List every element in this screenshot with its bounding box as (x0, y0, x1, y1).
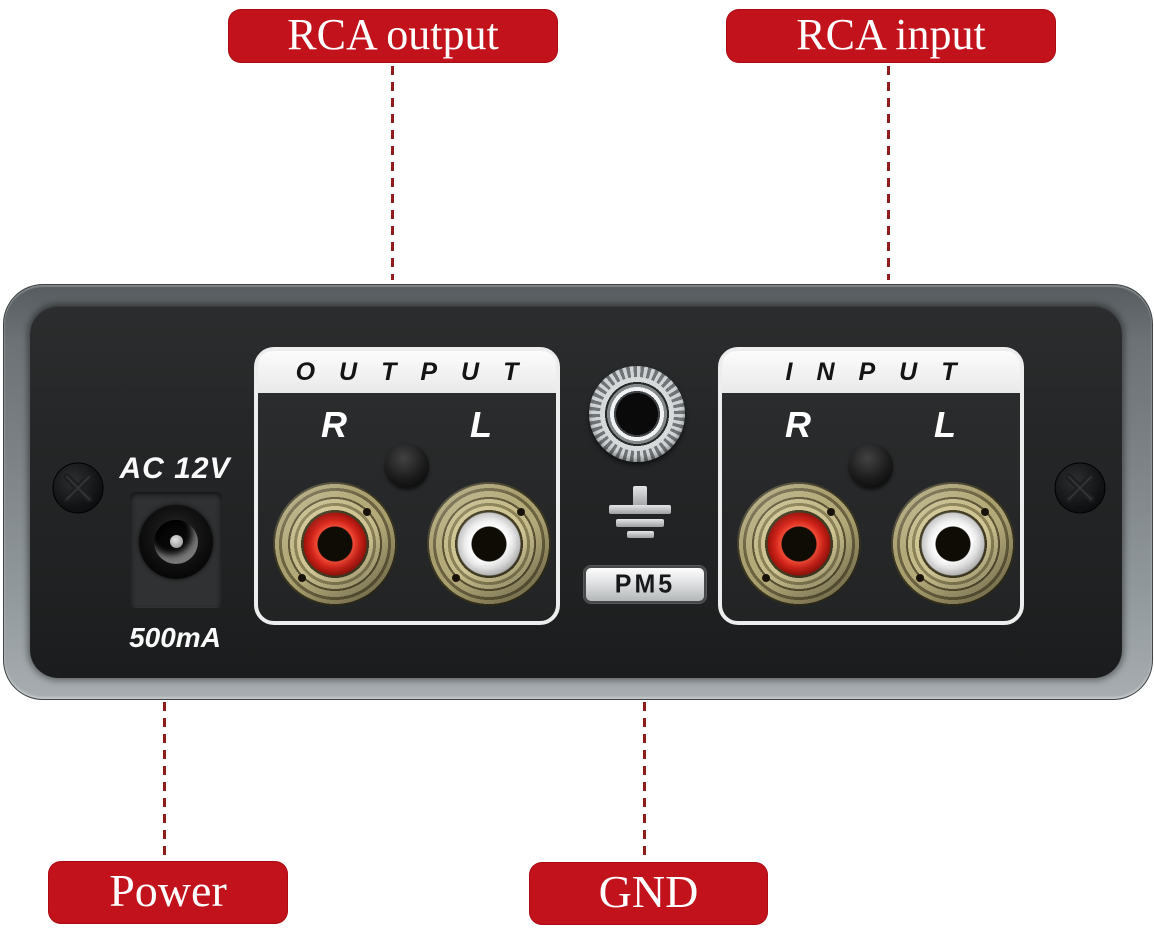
rca-jack-speck (981, 508, 989, 516)
connector-line-power (163, 702, 166, 858)
callout-rca-output-text: RCA output (287, 9, 499, 59)
connector-line-rca-input (887, 66, 890, 280)
rca-jack-speck (363, 508, 371, 516)
input-section-header: INPUT (722, 351, 1020, 393)
ground-terminal-nut (589, 366, 685, 462)
screw-icon-left (52, 462, 104, 514)
rca-jack-speck (517, 508, 525, 516)
callout-rca-output: RCA output (228, 9, 558, 63)
rca-jack-output-right (273, 482, 397, 606)
input-panel-button (849, 444, 893, 488)
rca-jack-speck (298, 574, 306, 582)
output-title: OUTPUT (295, 357, 543, 386)
power-jack-recess (130, 492, 222, 608)
dc-power-jack-hole (154, 520, 198, 564)
callout-rca-input-text: RCA input (796, 9, 986, 59)
output-section-header: OUTPUT (258, 351, 556, 393)
connector-line-gnd (643, 702, 646, 858)
callout-power-text: Power (109, 865, 227, 916)
dc-power-jack-pin (170, 535, 183, 548)
output-right-channel-label: R (321, 404, 347, 445)
model-badge: PM5 (584, 566, 706, 603)
callout-gnd: GND (529, 862, 768, 925)
connector-line-rca-output (391, 66, 394, 280)
rca-jack-output-left (427, 482, 551, 606)
rca-jack-input-right (737, 482, 861, 606)
input-section: INPUT R L (718, 347, 1024, 625)
ground-symbol-icon (607, 486, 673, 538)
power-voltage-label: AC 12V (119, 452, 231, 485)
power-current-label: 500mA (129, 622, 221, 653)
model-badge-text: PM5 (614, 569, 676, 599)
rca-jack-speck (916, 574, 924, 582)
output-left-channel-label: L (470, 404, 492, 445)
input-title: INPUT (785, 357, 981, 386)
rca-jack-speck (827, 508, 835, 516)
rca-jack-input-left (891, 482, 1015, 606)
input-right-channel-label: R (785, 404, 811, 445)
callout-power: Power (48, 861, 288, 924)
screw-icon-right (1054, 462, 1106, 514)
input-left-channel-label: L (934, 404, 956, 445)
ground-terminal-socket (600, 377, 674, 451)
dc-power-jack-icon (139, 505, 213, 579)
rca-jack-speck (452, 574, 460, 582)
output-section: OUTPUT R L (254, 347, 560, 625)
callout-rca-input: RCA input (726, 9, 1056, 63)
output-panel-button (385, 444, 429, 488)
callout-gnd-text: GND (598, 866, 699, 917)
rca-jack-speck (762, 574, 770, 582)
